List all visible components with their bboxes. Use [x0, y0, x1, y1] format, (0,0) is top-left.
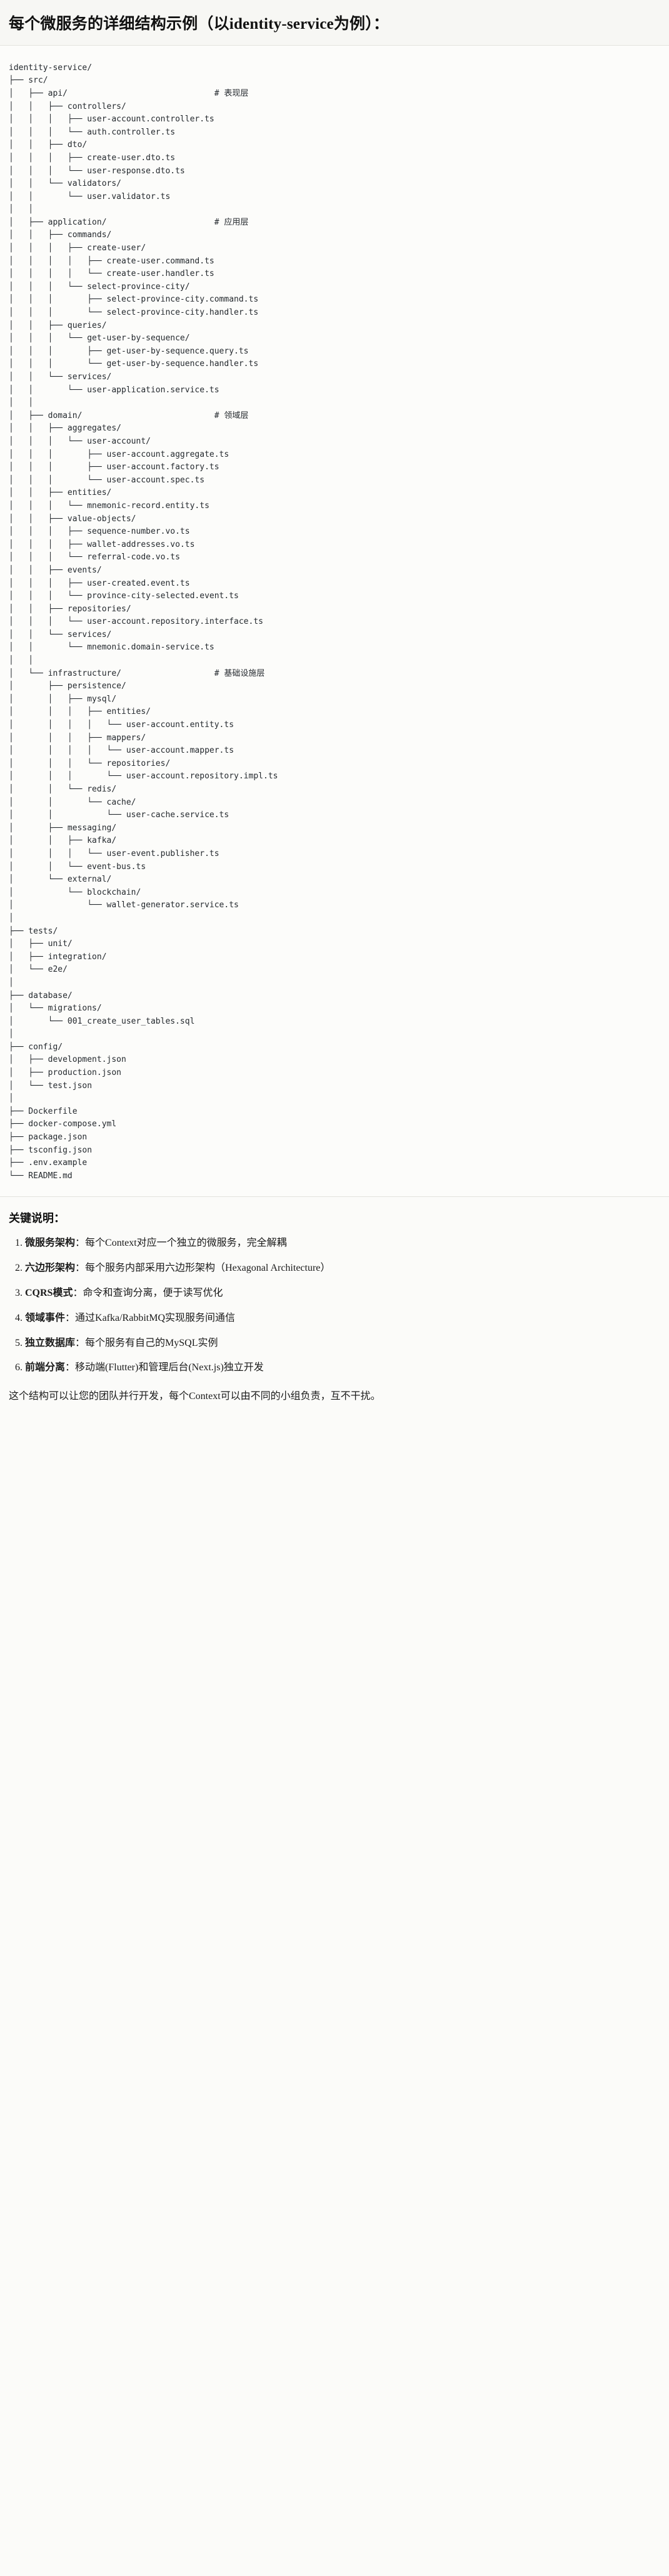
title-divider: [0, 44, 669, 46]
key-point-item: 前端分离：移动端(Flutter)和管理后台(Next.js)独立开发: [25, 1360, 660, 1376]
key-point-term: 六边形架构: [25, 1263, 76, 1274]
key-point-desc: ：每个服务内部采用六边形架构（Hexagonal Architecture）: [75, 1263, 331, 1274]
key-point-item: 微服务架构：每个Context对应一个独立的微服务，完全解耦: [25, 1236, 660, 1251]
directory-tree: identity-service/ ├── src/ │ ├── api/ # …: [9, 63, 278, 1181]
key-point-item: 领域事件：通过Kafka/RabbitMQ实现服务间通信: [25, 1311, 660, 1326]
key-point-desc: ：每个Context对应一个独立的微服务，完全解耦: [75, 1238, 287, 1249]
key-point-desc: ：通过Kafka/RabbitMQ实现服务间通信: [65, 1312, 235, 1323]
key-points-title: 关键说明：: [9, 1212, 65, 1225]
key-points-list: 微服务架构：每个Context对应一个独立的微服务，完全解耦六边形架构：每个服务…: [9, 1236, 660, 1376]
key-point-item: 六边形架构：每个服务内部采用六边形架构（Hexagonal Architectu…: [25, 1261, 660, 1276]
key-point-desc: ：移动端(Flutter)和管理后台(Next.js)独立开发: [65, 1362, 264, 1373]
key-point-desc: ：每个服务有自己的MySQL实例: [75, 1337, 218, 1348]
document-page: 每个微服务的详细结构示例（以identity-service为例）： ident…: [0, 0, 669, 1421]
key-point-term: 前端分离: [25, 1362, 66, 1373]
key-point-term: 独立数据库: [25, 1337, 76, 1348]
closing-note: 这个结构可以让您的团队并行开发，每个Context可以由不同的小组负责，互不干扰…: [9, 1391, 381, 1402]
directory-tree-block: identity-service/ ├── src/ │ ├── api/ # …: [0, 45, 669, 1197]
key-points-block: 关键说明： 微服务架构：每个Context对应一个独立的微服务，完全解耦六边形架…: [0, 1197, 669, 1421]
key-point-item: CQRS模式：命令和查询分离，便于读写优化: [25, 1286, 660, 1301]
page-title: 每个微服务的详细结构示例（以identity-service为例）：: [0, 0, 669, 45]
key-point-item: 独立数据库：每个服务有自己的MySQL实例: [25, 1336, 660, 1352]
key-point-term: 领域事件: [25, 1312, 66, 1323]
tree-divider: [0, 1196, 669, 1198]
key-point-desc: ：命令和查询分离，便于读写优化: [73, 1288, 223, 1298]
key-point-term: 微服务架构: [25, 1238, 76, 1249]
key-point-term: CQRS模式: [25, 1288, 73, 1298]
